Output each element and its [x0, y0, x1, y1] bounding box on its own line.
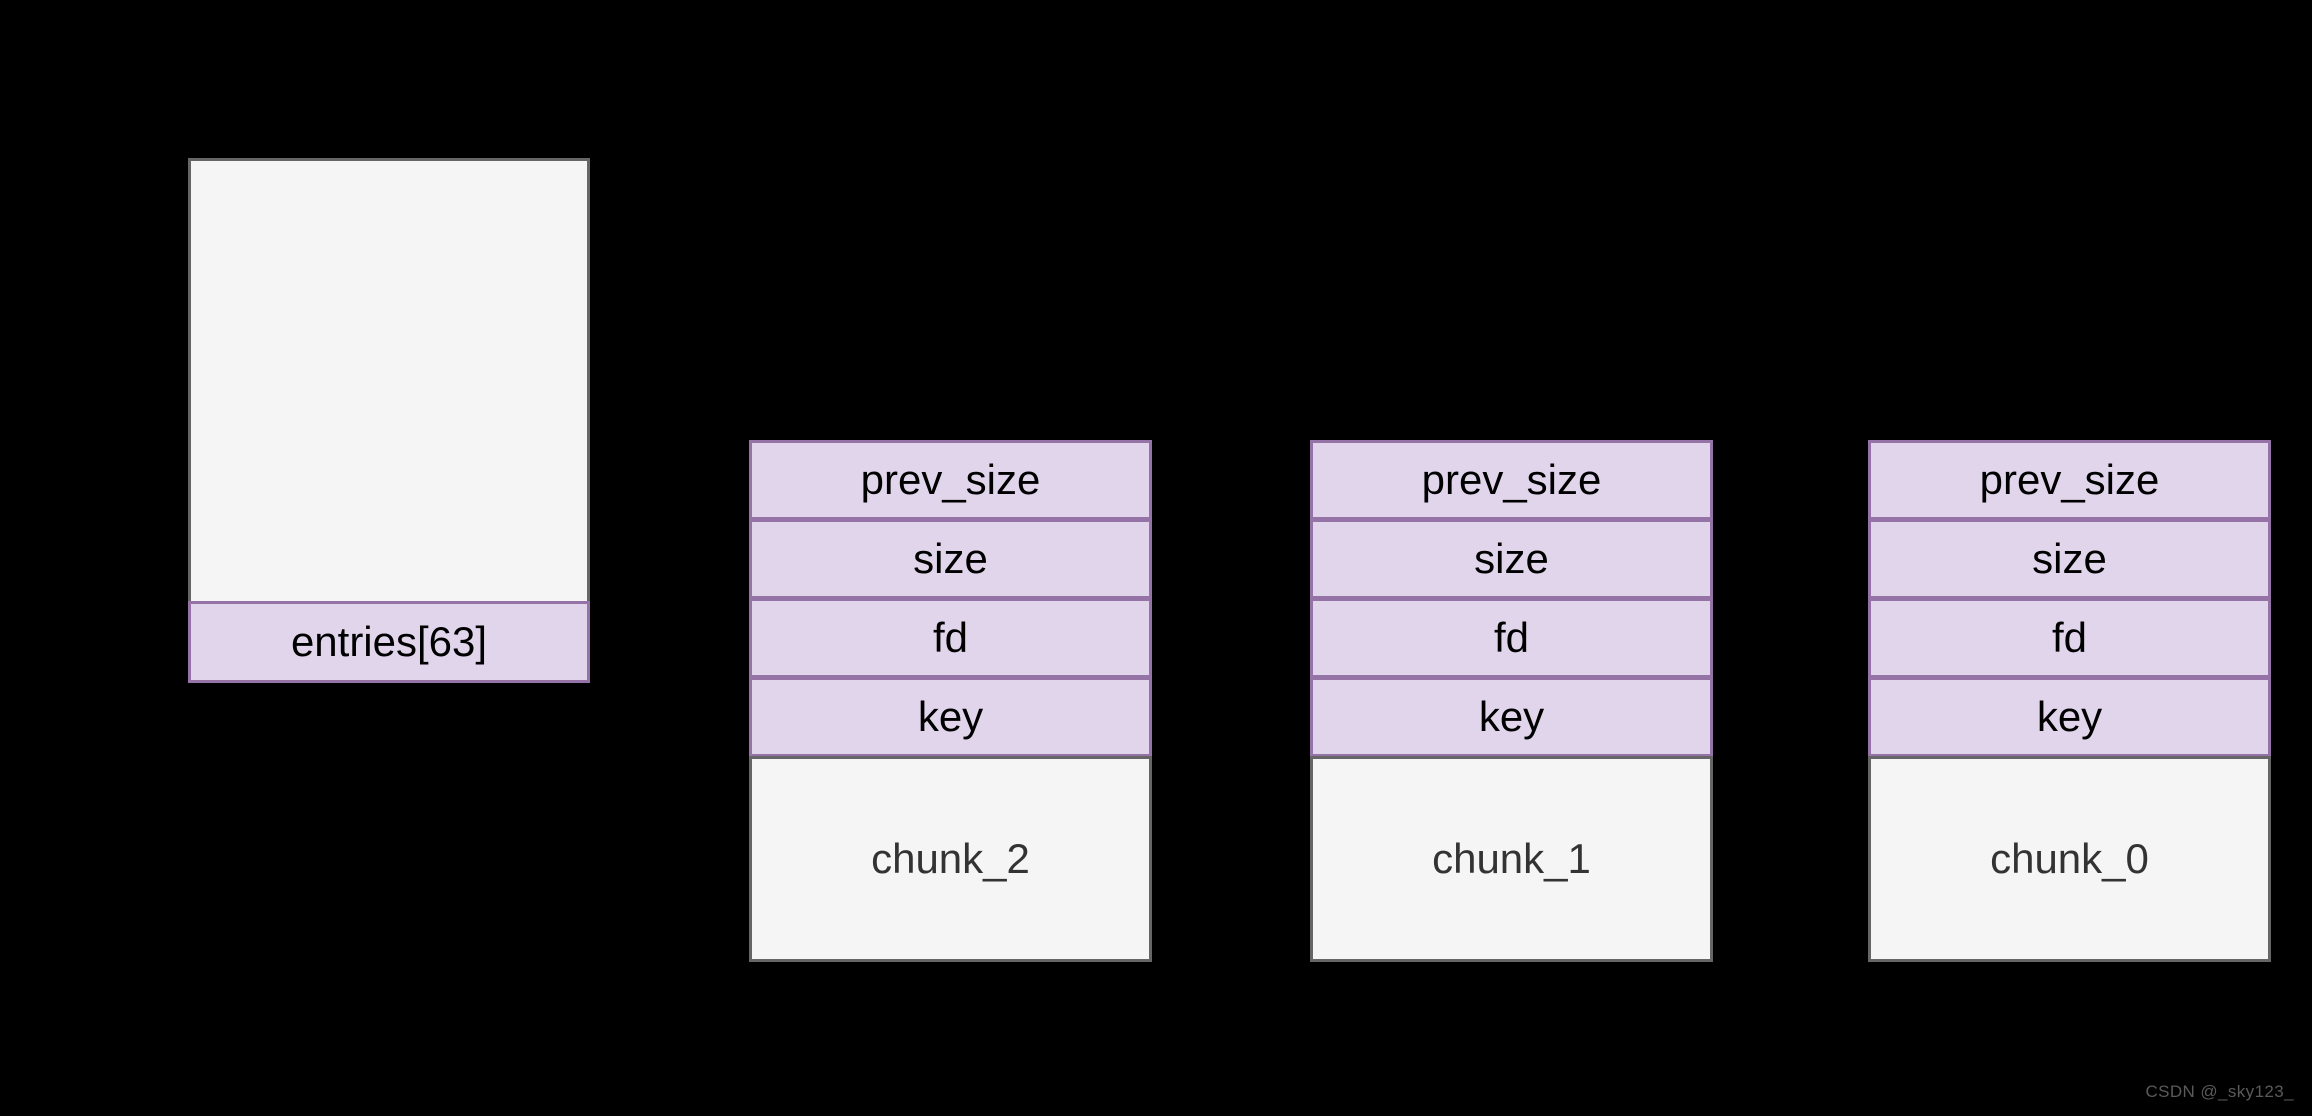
chunk-2-field-size[interactable]: size	[749, 519, 1152, 599]
chunk-1-size-label: size	[1474, 535, 1549, 582]
chunk-0-prev-size-label: prev_size	[1979, 456, 2160, 503]
chunk-2-prev-size-label: prev_size	[860, 456, 1041, 503]
chunk-2-group: prev_size size fd key chunk_2	[749, 440, 1152, 962]
chunk-0-size-label: size	[2032, 535, 2107, 582]
chunk-1-field-fd[interactable]: fd	[1310, 598, 1713, 678]
chunk-0-field-key[interactable]: key	[1868, 677, 2271, 757]
chunk-2-field-fd[interactable]: fd	[749, 598, 1152, 678]
watermark: CSDN @_sky123_	[2145, 1082, 2294, 1101]
chunk-0-field-size[interactable]: size	[1868, 519, 2271, 599]
chunk-0-fd-label: fd	[2051, 614, 2088, 661]
tcache-entries-body	[188, 158, 590, 604]
chunk-1-fd-label: fd	[1493, 614, 1530, 661]
chunk-1-key-label: key	[1478, 693, 1545, 740]
chunk-0-body[interactable]: chunk_0	[1868, 756, 2271, 962]
chunk-2-body-label: chunk_2	[871, 835, 1030, 882]
chunk-2-body[interactable]: chunk_2	[749, 756, 1152, 962]
tcache-entries-63-cell[interactable]: entries[63]	[188, 601, 590, 683]
chunk-2-fd-label: fd	[932, 614, 969, 661]
chunk-2-field-key[interactable]: key	[749, 677, 1152, 757]
chunk-0-body-label: chunk_0	[1990, 835, 2149, 882]
tcache-entries-63-label: entries[63]	[290, 618, 488, 665]
chunk-1-prev-size-label: prev_size	[1421, 456, 1602, 503]
chunk-1-field-size[interactable]: size	[1310, 519, 1713, 599]
chunk-2-size-label: size	[913, 535, 988, 582]
chunk-2-key-label: key	[917, 693, 984, 740]
chunk-1-body[interactable]: chunk_1	[1310, 756, 1713, 962]
chunk-0-field-prev-size[interactable]: prev_size	[1868, 440, 2271, 520]
chunk-1-field-key[interactable]: key	[1310, 677, 1713, 757]
chunk-1-field-prev-size[interactable]: prev_size	[1310, 440, 1713, 520]
chunk-0-field-fd[interactable]: fd	[1868, 598, 2271, 678]
chunk-1-body-label: chunk_1	[1432, 835, 1591, 882]
chunk-1-group: prev_size size fd key chunk_1	[1310, 440, 1713, 962]
chunk-2-field-prev-size[interactable]: prev_size	[749, 440, 1152, 520]
chunk-0-key-label: key	[2036, 693, 2103, 740]
tcache-entries-array: entries[63]	[188, 158, 590, 683]
chunk-0-group: prev_size size fd key chunk_0	[1868, 440, 2271, 962]
